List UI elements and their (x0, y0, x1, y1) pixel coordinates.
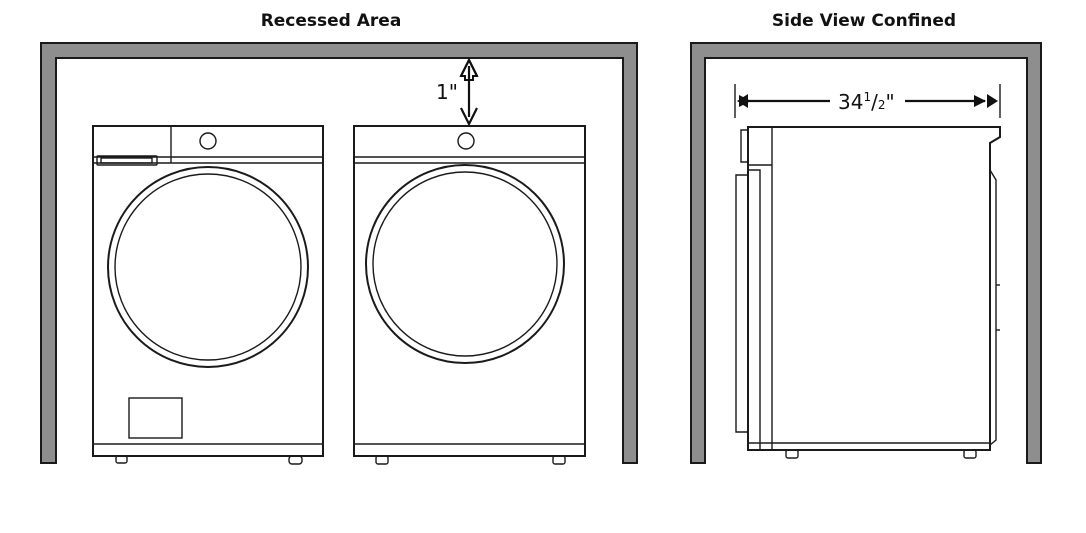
depth-dimension (734, 84, 1001, 118)
appliance-side-view (735, 126, 1001, 459)
top-clearance-label: 1" (436, 80, 458, 104)
dryer-front-view (353, 125, 586, 465)
side-view-wall (690, 42, 1042, 464)
depth-dimension-label: 341/2" 1" 1" 1" 1" 2" (838, 90, 895, 114)
depth-fraction-denominator: 2 (878, 98, 886, 112)
recessed-area-wall (40, 42, 638, 464)
top-clearance-arrow (459, 57, 479, 127)
recessed-area-title: Recessed Area (261, 11, 402, 31)
depth-whole: 34 (838, 90, 863, 114)
depth-fraction-numerator: 1 (863, 90, 871, 104)
depth-unit: " (885, 90, 894, 114)
depth-fraction-separator: / (871, 90, 878, 114)
washer-front-view (92, 125, 324, 465)
side-view-confined-title: Side View Confined (772, 11, 956, 31)
